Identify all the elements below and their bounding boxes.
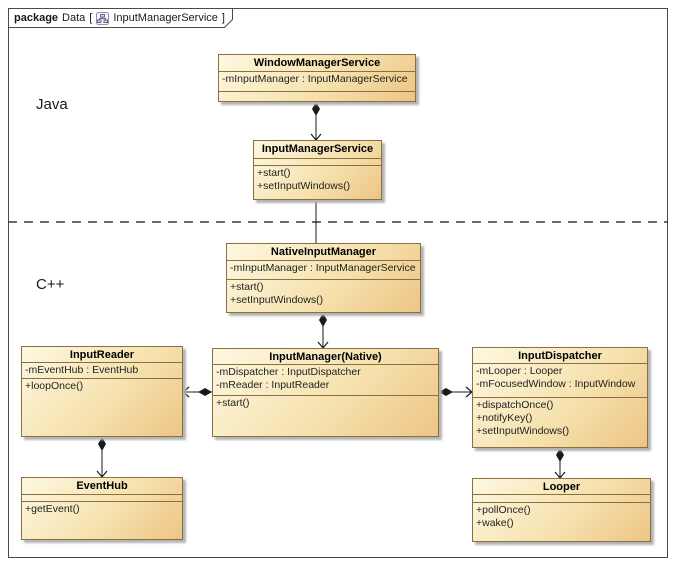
method: +loopOnce() — [25, 380, 84, 392]
class-eventhub[interactable]: EventHub +getEvent() — [21, 477, 183, 540]
region-label-cpp: C++ — [36, 276, 65, 293]
method: +setInputWindows() — [230, 294, 324, 306]
method: +wake() — [476, 517, 514, 529]
connector-nim-imn[interactable] — [317, 313, 329, 349]
tab-bracket-open: [ — [89, 12, 93, 24]
composition-diamond — [556, 448, 564, 462]
class-inputdispatcher[interactable]: InputDispatcher -mLooper : Looper -mFocu… — [472, 347, 648, 448]
class-name: Looper — [542, 481, 581, 493]
composition-diamond — [98, 437, 106, 451]
connector-imn-inputdispatcher[interactable] — [439, 386, 473, 398]
attributes-compartment — [22, 494, 182, 501]
package-tab-shape — [8, 8, 233, 28]
connector-inputdispatcher-looper[interactable] — [554, 448, 566, 479]
method: +notifyKey() — [476, 412, 533, 424]
class-diagram-icon — [96, 11, 110, 25]
tab-diagram-name: InputManagerService — [113, 12, 218, 24]
class-inputmanager-native[interactable]: InputManager(Native) -mDispatcher : Inpu… — [212, 348, 439, 437]
attributes-compartment — [254, 158, 381, 165]
methods-compartment: +pollOnce() +wake() — [473, 502, 650, 541]
method: +getEvent() — [25, 503, 80, 515]
attribute: -mDispatcher : InputDispatcher — [216, 366, 361, 378]
class-inputreader[interactable]: InputReader -mEventHub : EventHub +loopO… — [21, 346, 183, 437]
attributes-compartment: -mDispatcher : InputDispatcher -mReader … — [213, 364, 438, 395]
methods-compartment: +getEvent() — [22, 501, 182, 539]
composition-diamond — [198, 388, 212, 396]
class-name: InputManagerService — [261, 143, 374, 155]
class-windowmanagerservice[interactable]: WindowManagerService -mInputManager : In… — [218, 54, 416, 102]
class-inputmanagerservice[interactable]: InputManagerService +start() +setInputWi… — [253, 140, 382, 200]
method: +start() — [257, 167, 291, 179]
methods-compartment: +start() +setInputWindows() — [254, 165, 381, 199]
class-name: EventHub — [76, 480, 128, 492]
connector-wms-ims[interactable] — [310, 102, 322, 141]
attributes-compartment — [473, 494, 650, 502]
attributes-compartment: -mEventHub : EventHub — [22, 362, 182, 378]
method: +setInputWindows() — [257, 180, 351, 192]
composition-diamond — [312, 102, 320, 116]
tab-keyword: package — [14, 12, 59, 24]
open-arrowhead-icon — [182, 386, 190, 398]
tab-context-name: Data — [62, 12, 86, 24]
package-tab: package Data [ InputManagerService ] — [14, 11, 225, 25]
class-name: InputDispatcher — [518, 350, 602, 362]
attribute: -mFocusedWindow : InputWindow — [476, 378, 636, 390]
class-name: InputReader — [69, 349, 135, 361]
composition-diamond — [319, 313, 327, 327]
methods-compartment: +start() — [213, 395, 438, 436]
region-label-java: Java — [36, 96, 68, 113]
class-name: InputManager(Native) — [269, 351, 382, 363]
methods-compartment: +loopOnce() — [22, 378, 182, 436]
attributes-compartment: -mInputManager : InputManagerService — [219, 71, 415, 91]
method: +setInputWindows() — [476, 425, 570, 437]
methods-compartment: +dispatchOnce() +notifyKey() +setInputWi… — [473, 397, 647, 447]
connector-inputreader-eventhub[interactable] — [96, 437, 108, 478]
class-looper[interactable]: Looper +pollOnce() +wake() — [472, 478, 651, 542]
methods-compartment: +start() +setInputWindows() — [227, 279, 420, 312]
methods-compartment — [219, 91, 415, 101]
attribute: -mReader : InputReader — [216, 379, 330, 391]
attributes-compartment: -mInputManager : InputManagerService — [227, 260, 420, 279]
composition-diamond — [439, 388, 453, 396]
class-name: NativeInputManager — [270, 246, 377, 258]
attributes-compartment: -mLooper : Looper -mFocusedWindow : Inpu… — [473, 363, 647, 397]
method: +pollOnce() — [476, 504, 531, 516]
diagram-frame — [8, 8, 668, 558]
attribute: -mEventHub : EventHub — [25, 364, 139, 376]
attribute: -mLooper : Looper — [476, 365, 563, 377]
class-name: WindowManagerService — [253, 57, 381, 69]
method: +start() — [230, 281, 264, 293]
method: +start() — [216, 397, 250, 409]
method: +dispatchOnce() — [476, 399, 554, 411]
tab-bracket-close: ] — [221, 12, 225, 24]
class-nativeinputmanager[interactable]: NativeInputManager -mInputManager : Inpu… — [226, 243, 421, 313]
attribute: -mInputManager : InputManagerService — [230, 262, 416, 274]
connector-imn-inputreader[interactable] — [182, 386, 212, 398]
attribute: -mInputManager : InputManagerService — [222, 73, 408, 85]
